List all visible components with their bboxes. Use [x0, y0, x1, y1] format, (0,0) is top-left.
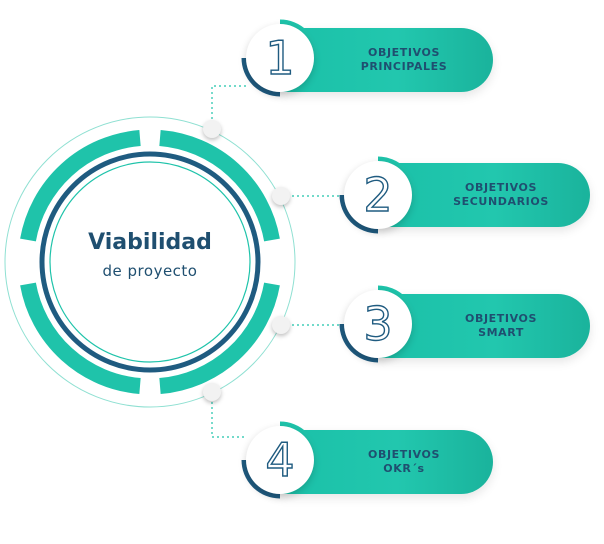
step-4-number: 4: [265, 433, 296, 487]
step-4-label: OBJETIVOS OKR´s: [368, 448, 440, 475]
inner-navy-ring: [39, 151, 261, 373]
ring-dot-1: [203, 120, 221, 138]
step-2-number-badge: 2: [338, 155, 418, 235]
connectors: [211, 85, 340, 438]
step-2-label: OBJETIVOS SECUNDARIOS: [453, 181, 549, 208]
outer-thin-ring: [4, 116, 296, 408]
step-2-number: 2: [363, 168, 394, 222]
ring-dot-3: [272, 316, 290, 334]
step-1-number: 1: [265, 31, 296, 85]
center-subtitle: de proyecto: [102, 262, 198, 280]
step-3-number-badge: 3: [338, 284, 418, 364]
step-3-number: 3: [363, 297, 394, 351]
step-1-number-badge: 1: [240, 18, 320, 98]
inner-thin-ring: [49, 161, 251, 363]
step-3-arc: [339, 285, 417, 363]
step-3-label: OBJETIVOS SMART: [465, 312, 537, 339]
step-1-label: OBJETIVOS PRINCIPALES: [360, 46, 448, 73]
teal-ring-segments: [20, 130, 280, 394]
ring-dot-4: [203, 383, 221, 401]
step-2-arc: [339, 156, 417, 234]
step-4-number-badge: 4: [240, 420, 320, 500]
ring-dot-2: [272, 187, 290, 205]
center-title: Viabilidad: [88, 230, 212, 255]
step-1-arc: [241, 19, 319, 97]
step-4-arc: [241, 421, 319, 499]
